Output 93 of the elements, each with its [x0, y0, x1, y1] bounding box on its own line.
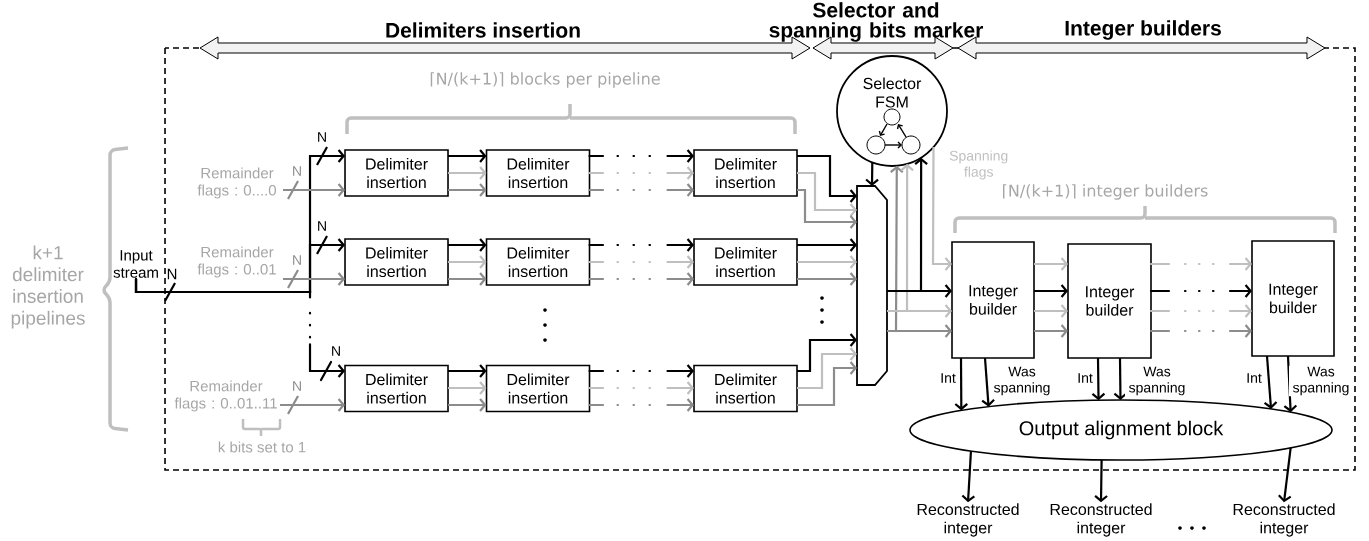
process-box: Delimiter insertion: [485, 238, 591, 286]
edge-label: N: [315, 220, 329, 232]
arrow: [931, 147, 952, 271]
edge-label: Int: [1076, 372, 1094, 384]
arrow: [278, 394, 345, 416]
arrow: [797, 154, 857, 203]
arrow: [887, 284, 952, 298]
bus-width-label: N: [167, 268, 177, 280]
arrow: [797, 188, 857, 229]
arrow: [588, 364, 694, 378]
arrow: [281, 268, 345, 290]
process-box: Delimiter insertion: [485, 149, 591, 197]
edge-label: Was spanning: [1125, 365, 1189, 397]
arrow: [448, 381, 487, 395]
output-label: Reconstructed integer: [917, 503, 1019, 537]
arrow: [887, 304, 952, 318]
builder-box: Integer builder: [1251, 240, 1335, 357]
builder-box: Integer builder: [951, 241, 1035, 359]
arrow: [1034, 304, 1068, 318]
arrow: [588, 398, 694, 412]
flag-label: Remainder flags : 0..01..11: [174, 380, 277, 412]
arrow: [887, 165, 904, 333]
arrow: [954, 358, 968, 411]
multiplexer: [856, 185, 888, 386]
arrow: [797, 347, 857, 390]
process-box: Delimiter insertion: [344, 149, 449, 197]
arrow: [1094, 459, 1108, 503]
process-box: Delimiter insertion: [693, 149, 798, 197]
edge-label: Int: [939, 372, 957, 384]
arrow: [981, 357, 995, 407]
flag-label: Remainder flags : 0....0: [197, 167, 276, 199]
arrow: [887, 324, 952, 338]
arrow: [797, 171, 857, 217]
arrow: [1034, 257, 1068, 271]
arrow: [1149, 284, 1252, 298]
arrow: [1283, 355, 1298, 413]
arrow: [865, 162, 879, 186]
arrow: [961, 451, 975, 503]
arrow: [448, 255, 487, 269]
arrow: [1149, 257, 1252, 271]
arrow: [588, 149, 694, 163]
input-label: Input stream: [113, 250, 158, 278]
arrow: [1113, 357, 1128, 400]
arrow: [797, 333, 857, 373]
process-box: Delimiter insertion: [693, 238, 798, 286]
edge-label: N: [290, 254, 304, 266]
node-label: Selector and spanning bits marker: [769, 2, 984, 42]
bracket-label: k+1 delimiter insertion pipelines: [11, 245, 85, 329]
arrow: [448, 149, 487, 163]
edge-label: Int: [1245, 372, 1263, 384]
flag-label: Remainder flags : 0..01: [197, 246, 276, 278]
edge-label: N: [290, 165, 304, 177]
edge-label: Was spanning: [1289, 365, 1353, 397]
node-label: Integer builders: [1065, 20, 1221, 40]
bracket-label: ⌈N/(k+1)⌉ integer builders: [1003, 184, 1208, 200]
arrow: [1263, 355, 1278, 409]
arrow: [588, 255, 694, 269]
arrow: [797, 238, 857, 252]
process-box: Delimiter insertion: [485, 364, 591, 413]
arrow: [1149, 304, 1252, 318]
arrow: [448, 364, 487, 378]
output-label: Reconstructed integer: [1233, 503, 1335, 537]
arrow: [797, 361, 857, 407]
arrow: [1091, 357, 1106, 401]
arrow: [448, 398, 487, 412]
arrow: [588, 272, 694, 286]
arrow: [588, 238, 694, 252]
edge-label: N: [315, 131, 329, 143]
arrow: [588, 166, 694, 180]
arrow: [588, 183, 694, 197]
arrow: [1034, 324, 1068, 338]
arrow: [1278, 447, 1292, 503]
arrow: [797, 272, 857, 286]
builder-box: Integer builder: [1067, 243, 1152, 359]
arrow: [448, 183, 487, 197]
arrow: [448, 166, 487, 180]
arrow: [588, 381, 694, 395]
process-box: Delimiter insertion: [344, 238, 449, 286]
process-box: Delimiter insertion: [344, 364, 449, 413]
arrow: [448, 238, 487, 252]
arrow: [797, 255, 857, 269]
arrow: [281, 179, 345, 201]
node-label: Delimiters insertion: [386, 22, 580, 38]
process-box: Delimiter insertion: [693, 364, 798, 413]
edge-label: N: [329, 345, 343, 357]
arrow: [1149, 324, 1252, 338]
edge-label: Was spanning: [990, 365, 1054, 397]
bracket-label: k bits set to 1: [218, 441, 306, 453]
arrow: [134, 277, 345, 382]
output-label: Reconstructed integer: [1050, 503, 1152, 537]
edge-label: N: [290, 380, 304, 392]
arrow: [448, 272, 487, 286]
arrow: [1034, 284, 1068, 298]
